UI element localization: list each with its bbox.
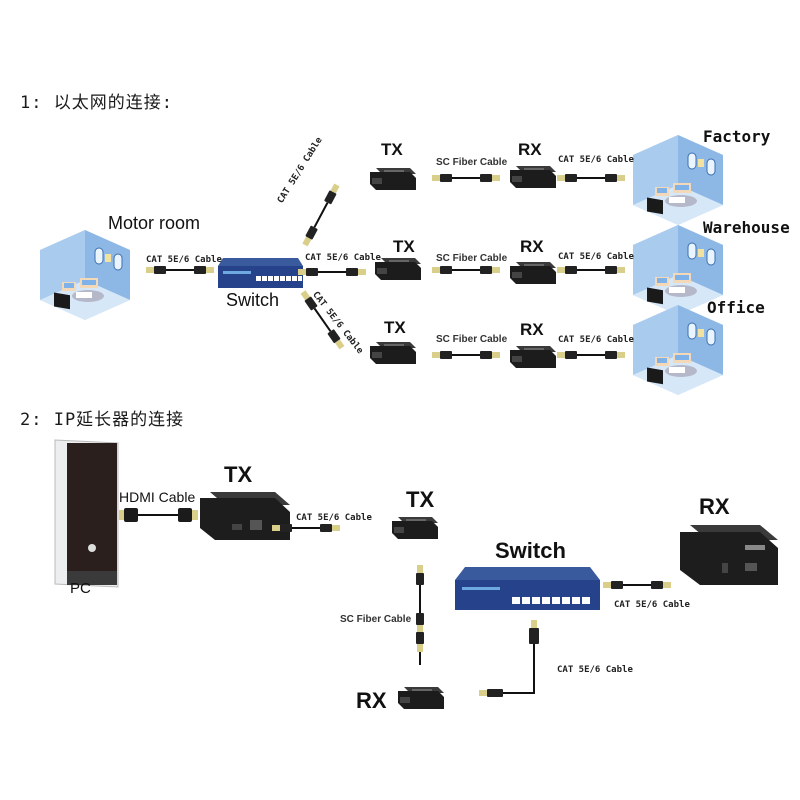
cable-motor-to-switch [145,265,215,275]
cable-switch-to-rx1 [479,620,539,697]
fiber-cable-vertical [415,564,425,634]
downlink-cable-label-2: CAT 5E/6 Cable [558,252,634,262]
cable-tx-to-tx2 [271,523,341,533]
tx2-label: TX [406,487,435,512]
office-label: Office [707,298,765,317]
switch-main-icon [455,567,600,610]
fiber-cable-2 [431,265,501,275]
tx2-device-icon [392,517,438,539]
rx-2-device-icon [510,262,556,284]
warehouse-label: Warehouse [703,218,790,237]
cat-cable-label-1: CAT 5E/6 Cable [296,513,372,523]
section-2-title: 2: IP延长器的连接 [20,410,185,430]
tx-2-label: TX [393,237,415,256]
rx-1-label: RX [518,140,542,159]
cat-cable-label-2: CAT 5E/6 Cable [614,600,690,610]
fiber-cable-label-1: SC Fiber Cable [436,157,508,168]
fiber-cable-label-vertical: SC Fiber Cable [340,614,412,625]
tx-3-device-icon [370,342,416,364]
rx-2-label: RX [520,237,544,256]
downlink-cable-label-3: CAT 5E/6 Cable [558,335,634,345]
motor-room-label: Motor room [108,213,201,233]
cable-switch-to-rx2 [602,580,672,590]
pc-tower-icon [54,439,119,588]
origin-cable-label: CAT 5E/6 Cable [146,255,222,265]
tx-main-device-icon [200,492,290,540]
fiber-cable-label-3: SC Fiber Cable [436,334,508,345]
cable-rx-to-warehouse [556,265,626,275]
cable-rx-to-office [556,350,626,360]
switch-label: Switch [226,290,280,310]
factory-label: Factory [703,127,771,146]
cable-switch-to-tx-middle [297,267,367,277]
tx-2-device-icon [375,258,421,280]
tx-1-device-icon [370,168,416,190]
rx-1-device-icon [510,166,556,188]
rx1-label: RX [356,688,387,713]
rx1-device-icon [398,687,444,709]
hdmi-cable-label: HDMI Cable [119,489,196,505]
pc-label: PC [70,580,91,597]
rx-3-device-icon [510,346,556,368]
tx-3-label: TX [384,318,406,337]
fiber-cable-1 [431,173,501,183]
rx-main-label: RX [699,494,730,519]
downlink-cable-label-1: CAT 5E/6 Cable [558,155,634,165]
rx-main-device-icon [680,525,778,585]
tx-main-label: TX [224,462,253,487]
tx-1-label: TX [381,140,403,159]
factory-room-icon [632,134,724,226]
switch-icon [218,258,303,288]
office-room-icon [632,304,724,396]
cat-cable-label-3: CAT 5E/6 Cable [557,665,633,675]
uplink-cable-label-2: CAT 5E/6 Cable [305,253,381,263]
fiber-cable-label-2: SC Fiber Cable [436,253,508,264]
section-1-title: 1: 以太网的连接: [20,93,173,113]
cable-switch-to-tx-top [300,182,342,248]
rx-3-label: RX [520,320,544,339]
fiber-cable-3 [431,350,501,360]
motor-room-icon [39,229,131,321]
switch-main-label: Switch [495,538,566,563]
hdmi-cable [119,508,198,522]
cable-rx-to-factory [556,173,626,183]
